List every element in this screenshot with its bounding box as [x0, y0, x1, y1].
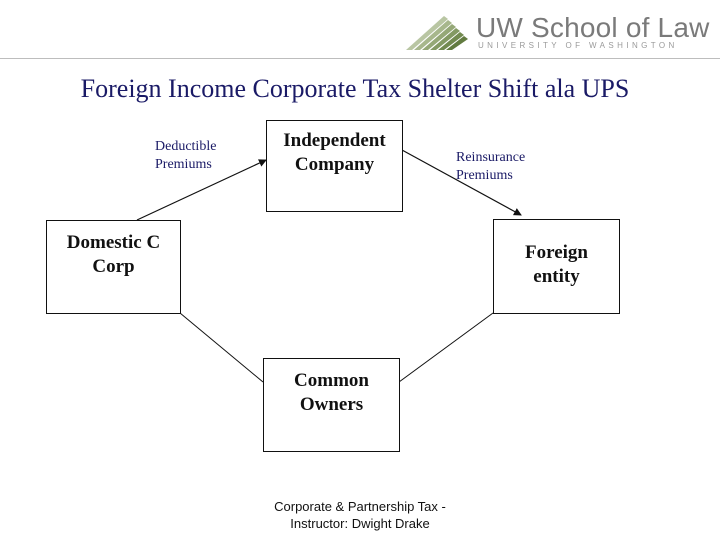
node-domestic-corp: Domestic C Corp — [46, 220, 181, 314]
edge-label-line: Deductible — [155, 139, 217, 154]
edge-label-reinsurance-premiums: Reinsurance Premiums — [456, 149, 525, 185]
node-label-line: Company — [294, 154, 375, 175]
uw-law-logo: UW School of Law UNIVERSITY OF WASHINGTO… — [404, 12, 709, 54]
logo-name: UW School of Law — [476, 12, 710, 43]
header-divider — [0, 58, 720, 59]
node-common-owners: Common Owners — [263, 358, 400, 452]
edge-label-line: Premiums — [155, 157, 212, 172]
node-label-line: Corp — [92, 256, 135, 277]
slide-footer: Corporate & Partnership Tax - Instructor… — [240, 498, 480, 532]
building-icon — [406, 16, 468, 50]
arrow-domestic-to-independent — [136, 159, 267, 221]
line-domestic-to-owners — [179, 312, 264, 383]
node-label-line: entity — [533, 266, 580, 287]
footer-line: Corporate & Partnership Tax - — [274, 499, 446, 514]
edge-label-line: Reinsurance — [456, 150, 526, 165]
slide-title: Foreign Income Corporate Tax Shelter Shi… — [80, 74, 630, 103]
edge-label-deductible-premiums: Deductible Premiums — [155, 138, 216, 174]
logo-subtitle: UNIVERSITY OF WASHINGTON — [478, 41, 678, 50]
node-foreign-entity: Foreign entity — [493, 219, 620, 314]
footer-line: Instructor: Dwight Drake — [290, 516, 430, 531]
line-foreign-to-owners — [398, 312, 494, 383]
node-label-line: Domestic C — [66, 232, 161, 253]
node-label-line: Foreign — [525, 242, 588, 263]
node-independent-company: Independent Company — [266, 120, 403, 212]
edge-label-line: Premiums — [456, 168, 513, 183]
node-label-line: Owners — [299, 394, 364, 415]
arrow-independent-to-foreign — [401, 149, 522, 216]
node-label-line: Independent — [283, 130, 386, 151]
node-label-line: Common — [294, 370, 369, 391]
